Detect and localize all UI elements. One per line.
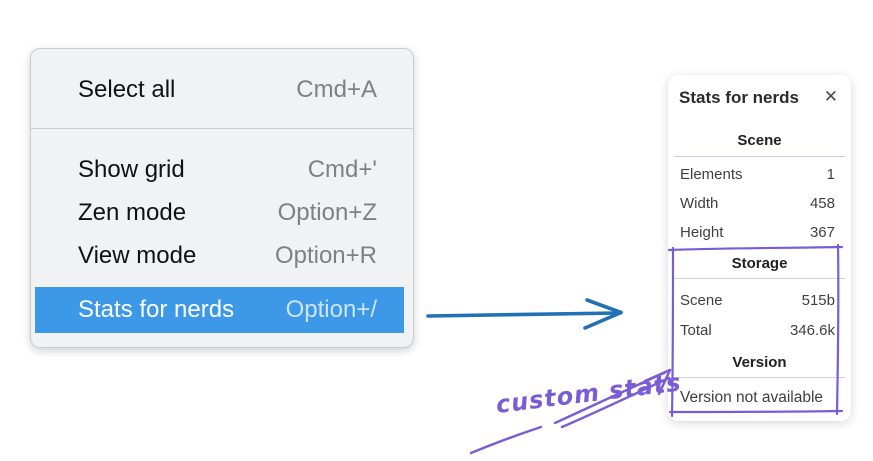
stat-value: 1 [826, 166, 835, 183]
stat-label: Scene [680, 291, 723, 309]
stat-label: Height [680, 224, 724, 241]
stat-label: Total [680, 321, 712, 339]
menu-item-show-grid[interactable]: Show grid Cmd+' [35, 148, 404, 191]
menu-item-view-mode[interactable]: View mode Option+R [35, 234, 404, 277]
stats-panel-title: Stats for nerds [679, 88, 799, 107]
storage-section-heading: Storage [731, 255, 788, 272]
menu-item-label: Select all [78, 76, 176, 103]
menu-item-shortcut: Option+/ [285, 296, 377, 323]
section-divider [674, 278, 845, 279]
stat-value: 367 [809, 224, 835, 241]
menu-item-shortcut: Option+R [274, 241, 377, 269]
stat-label: Elements [680, 166, 743, 183]
stats-panel-header: Stats for nerds ✕ [668, 75, 851, 108]
menu-divider [31, 128, 413, 129]
menu-item-label: Zen mode [78, 198, 187, 226]
scene-section-heading: Scene [737, 132, 782, 149]
section-divider [674, 156, 845, 157]
stat-row-height: Height 367 [668, 218, 851, 247]
blue-arrow [426, 298, 623, 330]
version-note: Version not available [680, 389, 824, 406]
menu-item-shortcut: Cmd+A [296, 76, 377, 103]
menu-item-label: Stats for nerds [78, 296, 235, 323]
menu-item-select-all[interactable]: Select all Cmd+A [35, 67, 404, 113]
stat-label: Width [680, 195, 719, 212]
close-icon[interactable]: ✕ [823, 87, 838, 107]
menu-group-bottom: Show grid Cmd+' Zen mode Option+Z View m… [35, 129, 409, 343]
stat-row-elements: Elements 1 [668, 160, 851, 189]
annotation-label: custom stats [494, 368, 683, 419]
version-section-heading: Version [732, 354, 787, 371]
menu-group-top: Select all Cmd+A [35, 53, 409, 128]
stat-row-width: Width 458 [668, 189, 851, 218]
menu-item-shortcut: Option+Z [277, 198, 377, 226]
menu-item-zen-mode[interactable]: Zen mode Option+Z [35, 191, 404, 234]
storage-rows: Scene 515b Total 346.6k [668, 285, 851, 345]
stat-value: 346.6k [789, 321, 835, 339]
menu-item-label: View mode [78, 241, 197, 269]
stat-row-total-size: Total 346.6k [668, 315, 851, 345]
menu-item-label: Show grid [78, 155, 185, 183]
context-menu: Select all Cmd+A Show grid Cmd+' Zen mod… [30, 48, 414, 348]
stat-value: 458 [809, 195, 835, 212]
stats-panel: Stats for nerds ✕ Scene Elements 1 Width… [668, 75, 851, 421]
menu-item-stats-for-nerds[interactable]: Stats for nerds Option+/ [35, 287, 404, 333]
scene-rows: Elements 1 Width 458 Height 367 [668, 160, 851, 247]
menu-item-shortcut: Cmd+' [307, 155, 377, 183]
section-divider [674, 377, 845, 378]
stat-value: 515b [801, 291, 835, 309]
stat-row-scene-size: Scene 515b [668, 285, 851, 315]
